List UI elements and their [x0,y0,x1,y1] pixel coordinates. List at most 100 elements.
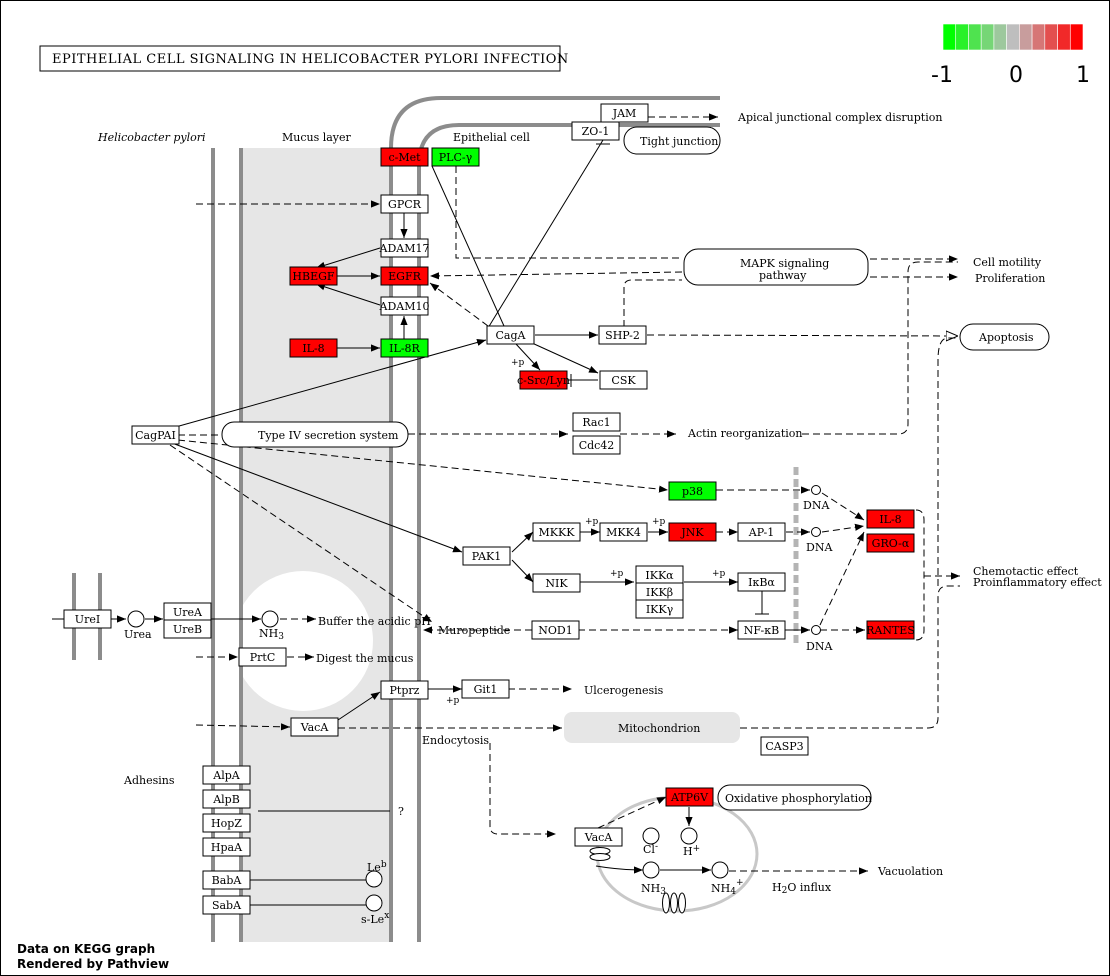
gene-zo1-box[interactable] [571,121,620,141]
gene-gpcr[interactable]: GPCR [380,194,429,214]
gene-mkkk[interactable]: MKKK [532,522,581,542]
gene-p38[interactable]: p38 [668,481,717,501]
gene-nod1-box[interactable] [531,620,580,640]
gene-caga[interactable]: CagA [486,325,535,345]
oxphos-label[interactable]: Oxidative phosphorylation [725,792,872,805]
gene-cdc42-box[interactable] [572,435,621,455]
gene-cagpai[interactable]: CagPAI [131,425,180,445]
gene-plcg-box[interactable] [431,147,480,167]
gene-baba-box[interactable] [202,870,251,890]
gene-groa[interactable]: GRO-α [866,533,915,553]
gene-nfkb[interactable]: NF-κB [737,620,786,640]
gene-p38-box[interactable] [668,481,717,501]
gene-rantes[interactable]: RANTES [866,620,915,640]
gene-urei[interactable]: UreI [63,609,112,629]
gene-shp2-box[interactable] [598,325,647,345]
gene-ikka[interactable]: IKKα [635,565,684,585]
gene-il8r-box[interactable] [380,338,429,358]
gene-nfkb-box[interactable] [737,620,786,640]
gene-adam17[interactable]: ADAM17 [379,238,430,258]
gene-shp2[interactable]: SHP-2 [598,325,647,345]
gene-atp6v[interactable]: ATP6V [665,787,714,807]
gene-csrc[interactable]: c-Src/Lyn [517,370,570,390]
gene-hpaa-box[interactable] [202,837,251,857]
gene-git1[interactable]: Git1 [461,679,510,699]
gene-il8b-box[interactable] [866,509,915,529]
gene-nik-box[interactable] [532,573,581,593]
gene-saba-box[interactable] [202,895,251,915]
gene-ptprz-box[interactable] [380,680,429,700]
gene-ikkg-box[interactable] [635,599,684,619]
gene-rantes-box[interactable] [866,620,915,640]
gene-git1-box[interactable] [461,679,510,699]
gene-il8[interactable]: IL-8 [289,338,338,358]
mapk-label-1[interactable]: MAPK signaling [740,257,829,270]
gene-rac1-box[interactable] [572,412,621,432]
gene-ap1[interactable]: AP-1 [737,522,786,542]
gene-prtc-box[interactable] [238,647,287,667]
gene-nik[interactable]: NIK [532,573,581,593]
gene-cagpai-box[interactable] [131,425,180,445]
gene-ikkb[interactable]: IKKβ [635,582,684,602]
gene-hopz[interactable]: HopZ [202,813,251,833]
gene-groa-box[interactable] [866,533,915,553]
gene-hopz-box[interactable] [202,813,251,833]
gene-ptprz[interactable]: Ptprz [380,680,429,700]
gene-mkkk-box[interactable] [532,522,581,542]
gene-egfr-box[interactable] [380,266,429,286]
gene-adam10-box[interactable] [380,296,429,316]
gene-gpcr-box[interactable] [380,194,429,214]
gene-vaca2[interactable]: VacA [574,827,623,847]
gene-mkk4[interactable]: MKK4 [599,522,648,542]
gene-il8-box[interactable] [289,338,338,358]
gene-vaca2-box[interactable] [574,827,623,847]
gene-cmet[interactable]: c-Met [380,147,429,167]
gene-mkk4-box[interactable] [599,522,648,542]
gene-csrc-box[interactable] [519,370,568,390]
gene-prtc[interactable]: PrtC [238,647,287,667]
gene-cmet-box[interactable] [380,147,429,167]
gene-caga-box[interactable] [486,325,535,345]
apoptosis-label[interactable]: Apoptosis [978,331,1034,344]
gene-adam17-box[interactable] [380,238,429,258]
gene-jam-box[interactable] [600,103,649,123]
gene-hbegf-box[interactable] [289,266,338,286]
gene-pak1-box[interactable] [462,546,511,566]
gene-alpb-box[interactable] [202,789,251,809]
gene-alpa-box[interactable] [202,765,251,785]
gene-csk-box[interactable] [599,370,648,390]
gene-il8b[interactable]: IL-8 [866,509,915,529]
gene-ap1-box[interactable] [737,522,786,542]
gene-atp6v-box[interactable] [665,787,714,807]
gene-csk[interactable]: CSK [599,370,648,390]
gene-jnk[interactable]: JNK [668,522,717,542]
gene-urea_a[interactable]: UreA [163,602,212,622]
gene-ureb[interactable]: UreB [163,619,212,639]
gene-cdc42[interactable]: Cdc42 [572,435,621,455]
gene-alpa[interactable]: AlpA [202,765,251,785]
gene-pak1[interactable]: PAK1 [462,546,511,566]
mitochondrion-label[interactable]: Mitochondrion [618,722,700,735]
tight-junction-label[interactable]: Tight junction [640,135,718,148]
gene-hpaa[interactable]: HpaA [202,837,251,857]
gene-zo1[interactable]: ZO-1 [571,121,620,141]
gene-jam[interactable]: JAM [600,103,649,123]
gene-ikkg[interactable]: IKKγ [635,599,684,619]
gene-adam10[interactable]: ADAM10 [379,296,430,316]
gene-ureb-box[interactable] [163,619,212,639]
gene-ikba[interactable]: IκBα [737,572,786,592]
gene-hbegf[interactable]: HBEGF [289,266,338,286]
gene-plcg[interactable]: PLC-γ [431,147,480,167]
gene-rac1[interactable]: Rac1 [572,412,621,432]
gene-alpb[interactable]: AlpB [202,789,251,809]
t4ss-label[interactable]: Type IV secretion system [258,429,399,442]
gene-urei-box[interactable] [63,609,112,629]
gene-casp3-box[interactable] [760,736,809,756]
gene-vaca[interactable]: VacA [290,717,339,737]
gene-nod1[interactable]: NOD1 [531,620,580,640]
gene-casp3[interactable]: CASP3 [760,736,809,756]
gene-jnk-box[interactable] [668,522,717,542]
gene-il8r[interactable]: IL-8R [380,338,429,358]
gene-baba[interactable]: BabA [202,870,251,890]
gene-saba[interactable]: SabA [202,895,251,915]
